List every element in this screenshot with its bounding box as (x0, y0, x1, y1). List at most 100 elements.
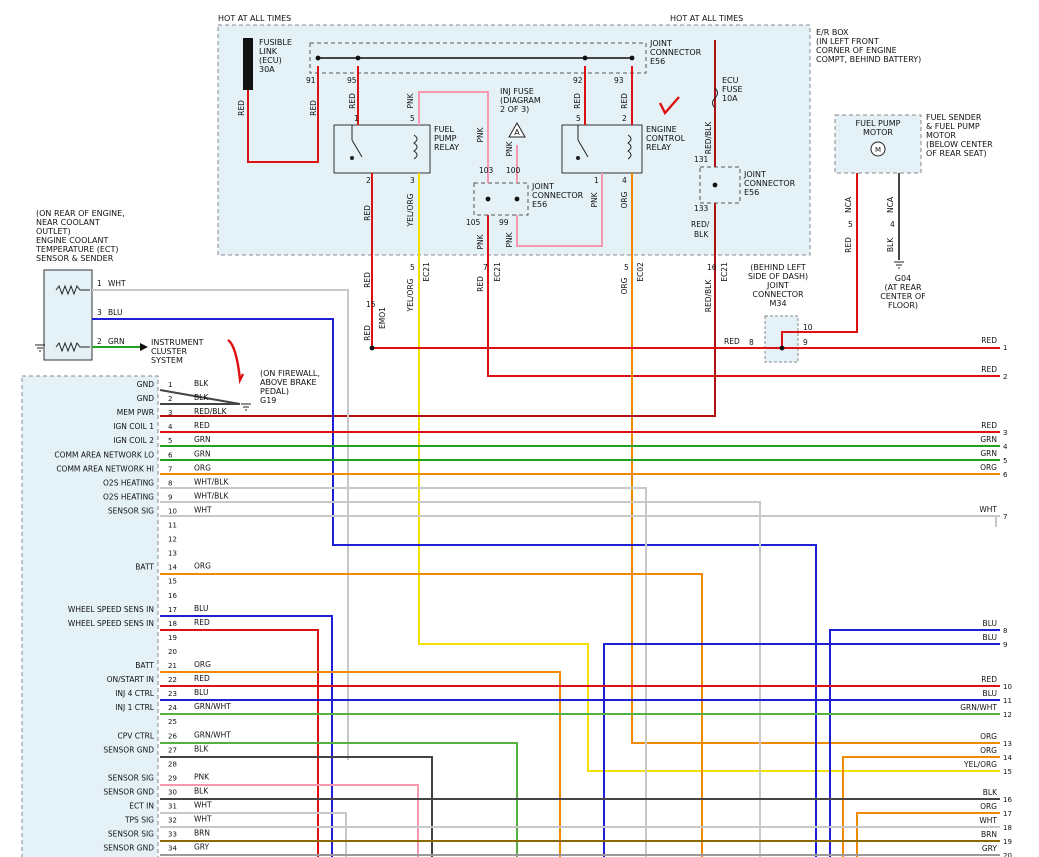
ecm-pin-name: WHEEL SPEED SENS IN (68, 605, 154, 614)
right-wire-number: 17 (1003, 810, 1012, 818)
ect-sensor-label: TEMPERATURE (ECT) (35, 245, 118, 254)
ecm-pin-number: 24 (168, 704, 177, 712)
right-wire-color: BLU (983, 689, 997, 698)
ecm-pin-name: SENSOR SIG (108, 506, 154, 515)
splice-dot-5 (514, 196, 520, 202)
pin-number: 92 (573, 76, 583, 85)
joint-connector-mid-label: E56 (532, 200, 547, 209)
right-wire-number: 20 (1003, 852, 1012, 857)
joint-connector-e56-right (699, 166, 741, 204)
wire-color-label: PNK (505, 140, 514, 156)
ecm-pin-number: 29 (168, 774, 177, 782)
right-wire-number: 1 (1003, 344, 1007, 352)
pin-number: 133 (694, 204, 709, 213)
er-box-area (217, 24, 811, 256)
wire-color-label: EC02 (636, 262, 645, 282)
right-wire-color: BRN (981, 830, 997, 839)
wire-mem-pwr (160, 203, 716, 417)
splice-dot-4 (485, 196, 491, 202)
pin-number: 10 (803, 323, 813, 332)
ecm-pin-number: 8 (168, 479, 172, 487)
ecm-pin-number: 28 (168, 760, 177, 768)
ecm-pin-number: 20 (168, 648, 177, 656)
joint-connector-m34-label: (BEHIND LEFT (750, 263, 806, 272)
ecm-wire-color: GRN/WHT (194, 702, 231, 711)
right-wire-number: 16 (1003, 796, 1012, 804)
right-wire-color: GRN/WHT (960, 703, 997, 712)
ecm-pin-number: 10 (168, 507, 177, 515)
hot-label-1: HOT AT ALL TIMES (218, 14, 291, 23)
inj-fuse-label: 2 OF 3) (500, 105, 529, 114)
g04-label: CENTER OF (880, 292, 926, 301)
g04-label: FLOOR) (888, 301, 918, 310)
pin-number: 4 (622, 176, 627, 185)
ecm-wire-color: BLK (194, 393, 209, 402)
wire-color-label: RED (237, 100, 246, 116)
ecm-pin-name: GND (137, 380, 154, 389)
right-wire-number: 5 (1003, 457, 1007, 465)
right-wire-color: GRN (980, 435, 997, 444)
engine-control-relay-label: CONTROL (646, 134, 686, 143)
right-wire-color: RED (981, 675, 997, 684)
wire-batt-14 (160, 573, 703, 857)
ect-sensor-label: NEAR COOLANT (36, 218, 100, 227)
wire-color-label: NCA (886, 196, 895, 213)
g04-label: G04 (895, 274, 911, 283)
inj-fuse-label: INJ FUSE (500, 87, 534, 96)
pin-number: 5 (848, 220, 853, 229)
wire-color-label: RED/ (691, 220, 710, 229)
wire-color-label: PNK (476, 126, 485, 142)
wire-wss-18 (160, 629, 319, 857)
splice-dot-8 (369, 345, 375, 351)
ect-sensor-label: ENGINE COOLANT (36, 236, 108, 245)
ecm-pin-name: SENSOR GND (103, 745, 154, 754)
right-wire-number: 9 (1003, 641, 1007, 649)
ecm-pin-number: 22 (168, 676, 177, 684)
ecm-wire-color: BLK (194, 744, 209, 753)
ecm-wire-color: GRN (194, 435, 211, 444)
joint-connector-mid-label: CONNECTOR (532, 191, 584, 200)
joint-connector-right-label: JOINT (743, 170, 766, 179)
ecm-pin-name: CPV CTRL (118, 731, 155, 740)
wire-color-label: EC21 (720, 262, 729, 282)
ecm-pin-number: 5 (168, 437, 172, 445)
g19-label: PEDAL) (260, 387, 289, 396)
fuel-pump-relay-label: FUEL (434, 125, 455, 134)
wire-color-label: EMO1 (378, 307, 387, 329)
ecm-pin-name: COMM AREA NETWORK LO (54, 450, 154, 459)
right-wire-number: 12 (1003, 711, 1012, 719)
ecm-pin-name: COMM AREA NETWORK HI (56, 464, 154, 473)
pin-number: 95 (347, 76, 357, 85)
engine-control-relay-label: RELAY (646, 143, 671, 152)
right-wire-number: 15 (1003, 768, 1012, 776)
ecm-wire-color: WHT/BLK (194, 491, 229, 500)
wire-color-label: PNK (476, 233, 485, 249)
wire-inj-fuse-pnk (418, 91, 489, 183)
ecm-pin-name: SENSOR SIG (108, 773, 154, 782)
inj-fuse-label: (DIAGRAM (500, 96, 541, 105)
wire-sensor-gnd-27 (160, 756, 433, 857)
ecu-fuse-label: ECU (722, 76, 739, 85)
wire-color-label: RED/BLK (704, 121, 713, 155)
wire-color-label: ORG (620, 191, 629, 208)
ecm-pin-number: 4 (168, 423, 173, 431)
joint-connector-m34-label: JOINT (766, 281, 789, 290)
joint-connector-m34-label: CONNECTOR (752, 290, 804, 299)
right-wire-color: RED (981, 336, 997, 345)
ect-sensor-box (43, 269, 93, 361)
pin-number: 99 (499, 218, 509, 227)
right-wire-number: 19 (1003, 838, 1012, 846)
wire-color-label: RED (844, 237, 853, 253)
ecm-wire-color: GRY (194, 843, 210, 852)
wire-org-17 (856, 812, 1000, 857)
ecm-pin-name: BATT (135, 563, 154, 572)
joint-connector-mid-label: JOINT (531, 182, 554, 191)
wire-color-label: RED (348, 93, 357, 109)
ecu-fuse-label: FUSE (722, 85, 743, 94)
ecm-wire-color: GRN (194, 449, 211, 458)
ecm-wire-color: BLK (194, 786, 209, 795)
fuel-pump-relay-label: PUMP (434, 134, 457, 143)
motor-m-label: M (875, 146, 881, 154)
ecu-fuse-label: 10A (722, 94, 738, 103)
